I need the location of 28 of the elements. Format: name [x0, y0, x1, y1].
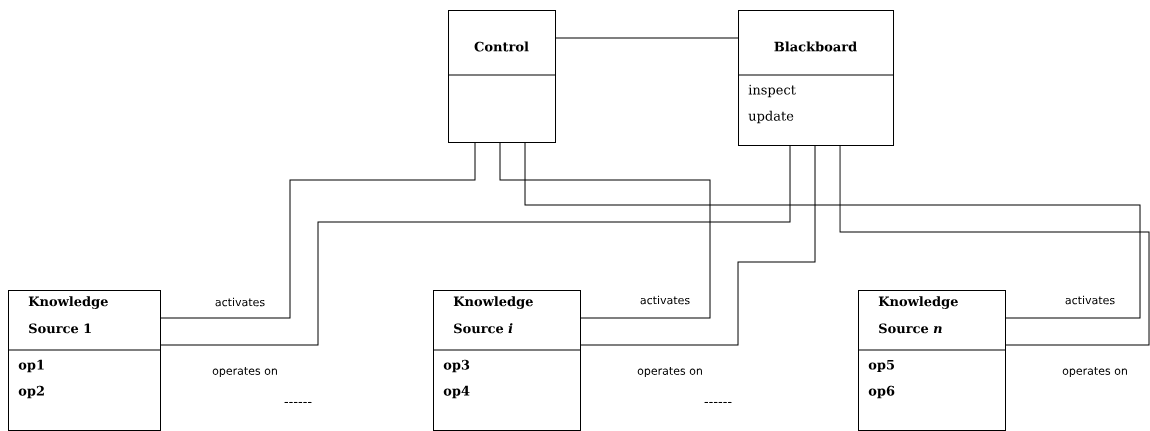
connector-line	[499, 142, 711, 319]
edge-label: activates	[638, 294, 692, 306]
class-name: Blackboard	[774, 41, 857, 52]
operation-text: inspect	[748, 84, 796, 98]
operation-text: op3	[443, 359, 470, 373]
class-name: Control	[474, 41, 529, 52]
operation-text: op5	[868, 359, 895, 373]
edge-label: activates	[1063, 294, 1117, 306]
edge-label: activates	[213, 296, 267, 308]
operation-text: op4	[443, 385, 470, 399]
edge-label: operates on	[211, 366, 279, 378]
operation-text: update	[748, 110, 794, 124]
class-name: Knowledge Source n	[878, 296, 958, 334]
class-name: Knowledge Source 1	[28, 296, 108, 334]
connector-line	[839, 145, 1150, 346]
connector-line	[160, 145, 791, 346]
class-name: Knowledge Source i	[453, 296, 533, 334]
operation-text: op2	[18, 385, 44, 399]
connector-line	[524, 142, 1141, 319]
operation-text: op1	[18, 359, 44, 373]
operation-text: op6	[868, 385, 895, 399]
ellipsis-dashes: ------	[704, 401, 732, 403]
connector-line	[160, 142, 476, 319]
edge-label: operates on	[1061, 366, 1129, 378]
connector-line	[555, 37, 739, 39]
connector-line	[580, 145, 816, 346]
edge-label: operates on	[636, 366, 704, 378]
ellipsis-dashes: ------	[284, 401, 312, 403]
